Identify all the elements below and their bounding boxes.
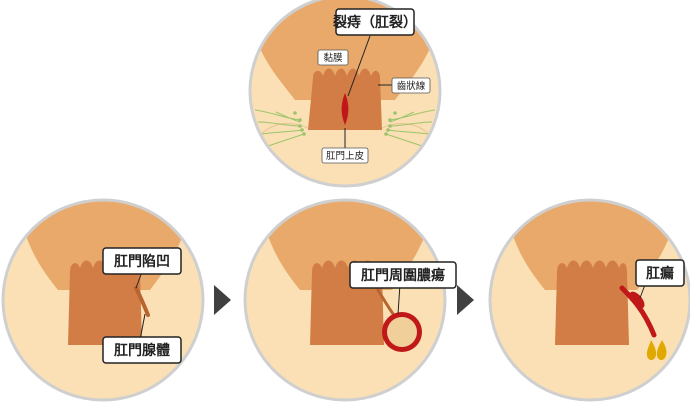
top-right-nerve-dots — [384, 111, 397, 136]
br-muscle-tissue — [507, 200, 677, 290]
fistula-label: 肛瘺 — [646, 265, 674, 282]
crypt-label: 肛門陷凹 — [114, 253, 170, 270]
bl-anal-gland — [134, 286, 150, 317]
anal-skin-label: 肛門上皮 — [326, 150, 365, 162]
top-left-nerves — [254, 109, 305, 147]
mucosa-label: 黏膜 — [323, 52, 343, 64]
anal-skin-box — [321, 147, 369, 164]
panel-top-border — [248, 0, 442, 188]
bl-anal-canal — [68, 260, 142, 345]
br-anal-canal — [555, 260, 629, 345]
fistula-box — [635, 259, 685, 287]
panel-bottom-left-crypt: 肛門陷凹 肛門腺體 — [1, 198, 205, 402]
br-left-skin — [490, 310, 555, 400]
panel-br-border — [488, 198, 690, 402]
fissure-title: 裂痔（肛裂） — [332, 14, 417, 31]
discharge-drop-icon — [646, 340, 657, 361]
panel-bm-border — [243, 198, 447, 402]
abscess-box — [349, 261, 457, 289]
panel-bottom-right-fistula: 肛瘺 — [488, 198, 690, 402]
abscess-label: 肛門周圍膿瘍 — [361, 267, 445, 284]
dentate-line-label: 齒狀線 — [397, 80, 426, 92]
abscess-inner — [387, 317, 417, 347]
gland-box — [102, 336, 182, 364]
arrow-right-icon — [457, 285, 474, 315]
top-right-nerves — [385, 109, 436, 147]
crypt-box — [102, 247, 182, 275]
panel-bl-border — [1, 198, 205, 402]
gland-label: 肛門腺體 — [114, 342, 170, 359]
fissure-lesion — [341, 93, 349, 125]
arrow-right-icon — [214, 285, 231, 315]
panel-top-anal-fissure: 裂痔（肛裂） 黏膜 齒狀線 肛門上皮 — [248, 0, 442, 188]
bm-left-skin — [245, 310, 310, 400]
panel-bottom-middle-abscess: 肛門周圍膿瘍 — [243, 198, 457, 402]
fissure-title-box — [335, 8, 415, 36]
dentate-line-box — [391, 77, 431, 94]
mucosa-box — [317, 49, 349, 66]
bl-left-skin — [3, 310, 68, 400]
discharge-drop-icon — [656, 340, 667, 361]
top-left-nerve-dots — [293, 111, 306, 136]
